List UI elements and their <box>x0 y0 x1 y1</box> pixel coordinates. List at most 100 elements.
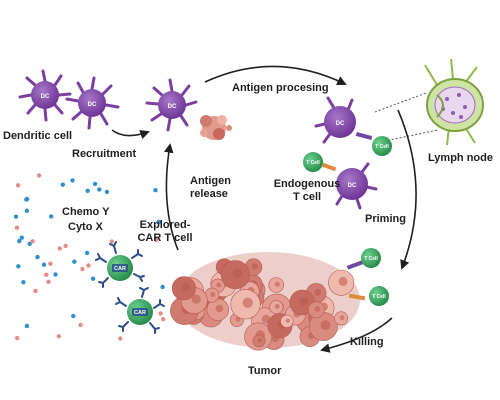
cytokine-dot <box>24 208 30 213</box>
cytokine-dot <box>14 225 20 230</box>
synapse-3 <box>346 260 364 270</box>
cytokine-dot <box>49 214 54 219</box>
cytokine-dot <box>161 317 166 322</box>
dc-body <box>78 89 106 117</box>
label-antigen-release: Antigen release <box>190 175 231 201</box>
antigen-processing-arrow <box>204 65 347 85</box>
cytokine-dot <box>84 250 90 256</box>
t-cell-label: T Cell <box>306 160 320 166</box>
tumor-cell-nucleus <box>299 297 309 306</box>
label-endogenous-line2: T cell <box>292 191 322 203</box>
label-killing: Killing <box>350 336 384 348</box>
t-cell-label: T Cell <box>372 294 386 300</box>
cytokine-dot <box>71 313 76 319</box>
tumor-cell-nucleus <box>251 263 258 270</box>
cytokine-dot <box>72 259 77 264</box>
dendritic-cell-5: DC <box>335 162 378 210</box>
tumor-cell-nucleus <box>232 268 243 279</box>
cytokine-dot <box>41 262 47 267</box>
tumor-cell-nucleus <box>261 314 271 324</box>
car-t-cell-2: CAR <box>115 287 165 334</box>
lymph-node-link-top <box>374 92 427 113</box>
dc-label: DC <box>88 102 97 108</box>
dendritic-cell-3: DC <box>145 78 198 132</box>
killing-arrow <box>320 317 393 353</box>
label-recruitment: Recruitment <box>72 148 137 160</box>
cytokine-dot <box>27 241 32 246</box>
cytokine-dot <box>15 183 21 188</box>
synapse-1 <box>355 131 373 141</box>
tumor-cell-nucleus <box>339 315 345 321</box>
label-dendritic-cell: Dendritic cell <box>3 130 73 142</box>
dc-spikes <box>18 69 72 122</box>
tumor-cell-nucleus <box>210 292 216 297</box>
dc-label: DC <box>41 94 50 100</box>
cytokine-dot <box>63 243 68 249</box>
cytokine-dot <box>17 238 22 244</box>
label-antigen-release-line2: release <box>190 188 228 200</box>
tumor-cell-nucleus <box>242 297 253 308</box>
synapse-2 <box>321 162 337 172</box>
t-cell-1: T Cell <box>372 136 392 156</box>
tumor-cell-nucleus <box>216 282 222 288</box>
cytokine-dot <box>36 173 42 178</box>
label-explored-car-t-cell: Explored- CAR T cell <box>128 219 202 245</box>
label-cyto: Cyto X <box>68 221 103 233</box>
label-explored-line2: CAR T cell <box>137 232 193 244</box>
car-t-cell-1: CAR <box>95 241 145 288</box>
cytokine-dot <box>15 335 20 341</box>
cytokine-dot <box>92 181 98 187</box>
t-cell-label: T Cell <box>375 144 389 150</box>
label-endogenous-t-cell: Endogenous T cell <box>262 178 352 204</box>
dc-label: DC <box>348 183 357 189</box>
tumor-cell-nucleus <box>314 306 321 312</box>
cytokine-dot <box>48 261 53 266</box>
t-cell-label: T Cell <box>364 256 378 262</box>
cytokine-dot <box>24 197 29 202</box>
tumor-cell-nucleus <box>257 338 262 343</box>
dc-label: DC <box>168 104 177 110</box>
dendritic-cell-4: DC <box>314 96 356 144</box>
label-tumor: Tumor <box>248 365 282 377</box>
cytokine-dot <box>56 334 61 339</box>
tumor-cell-nucleus <box>320 320 331 330</box>
dc-label: DC <box>336 121 345 127</box>
cytokine-dot <box>109 239 115 244</box>
cytokine-dot <box>60 182 65 187</box>
cytokine-dot <box>21 280 26 285</box>
cytokine-dot <box>90 276 96 281</box>
cytokine-dot <box>53 272 58 277</box>
label-antigen-processing: Antigen procesing <box>232 82 329 94</box>
tumor-cell-nucleus <box>191 294 201 304</box>
cytokine-dot <box>80 266 85 272</box>
lymph-node <box>424 58 484 146</box>
t-cell-4: T Cell <box>369 286 389 306</box>
label-chemo: Chemo Y <box>62 206 110 218</box>
cytokine-dot <box>46 279 51 284</box>
label-endogenous-line1: Endogenous <box>273 178 341 190</box>
cytokine-dot <box>35 254 40 260</box>
synapse-4 <box>348 293 366 301</box>
tumor-cells <box>170 258 355 351</box>
cytokine-dot <box>104 189 110 195</box>
tumor-cell-nucleus <box>274 304 280 309</box>
cytokine-dots <box>13 173 166 341</box>
car-label: CAR <box>134 310 146 316</box>
cytokine-dot <box>86 263 91 268</box>
cytokine-dot <box>85 188 90 193</box>
cytokine-dot <box>158 311 163 316</box>
cytokine-dot <box>24 323 30 329</box>
antigen-release-arrow <box>164 143 179 251</box>
antigen-debris <box>200 115 232 140</box>
cytokine-dot <box>16 264 21 269</box>
cytokine-dot <box>70 178 75 183</box>
dendritic-cell-2: DC <box>65 76 120 130</box>
tumor-cell-nucleus <box>285 318 290 323</box>
cytokine-dot <box>78 322 83 328</box>
label-antigen-release-line1: Antigen <box>190 175 231 187</box>
label-priming: Priming <box>365 213 406 225</box>
cytokine-dot <box>153 188 158 193</box>
dc-body <box>31 81 59 109</box>
cytokine-dot <box>44 272 49 277</box>
